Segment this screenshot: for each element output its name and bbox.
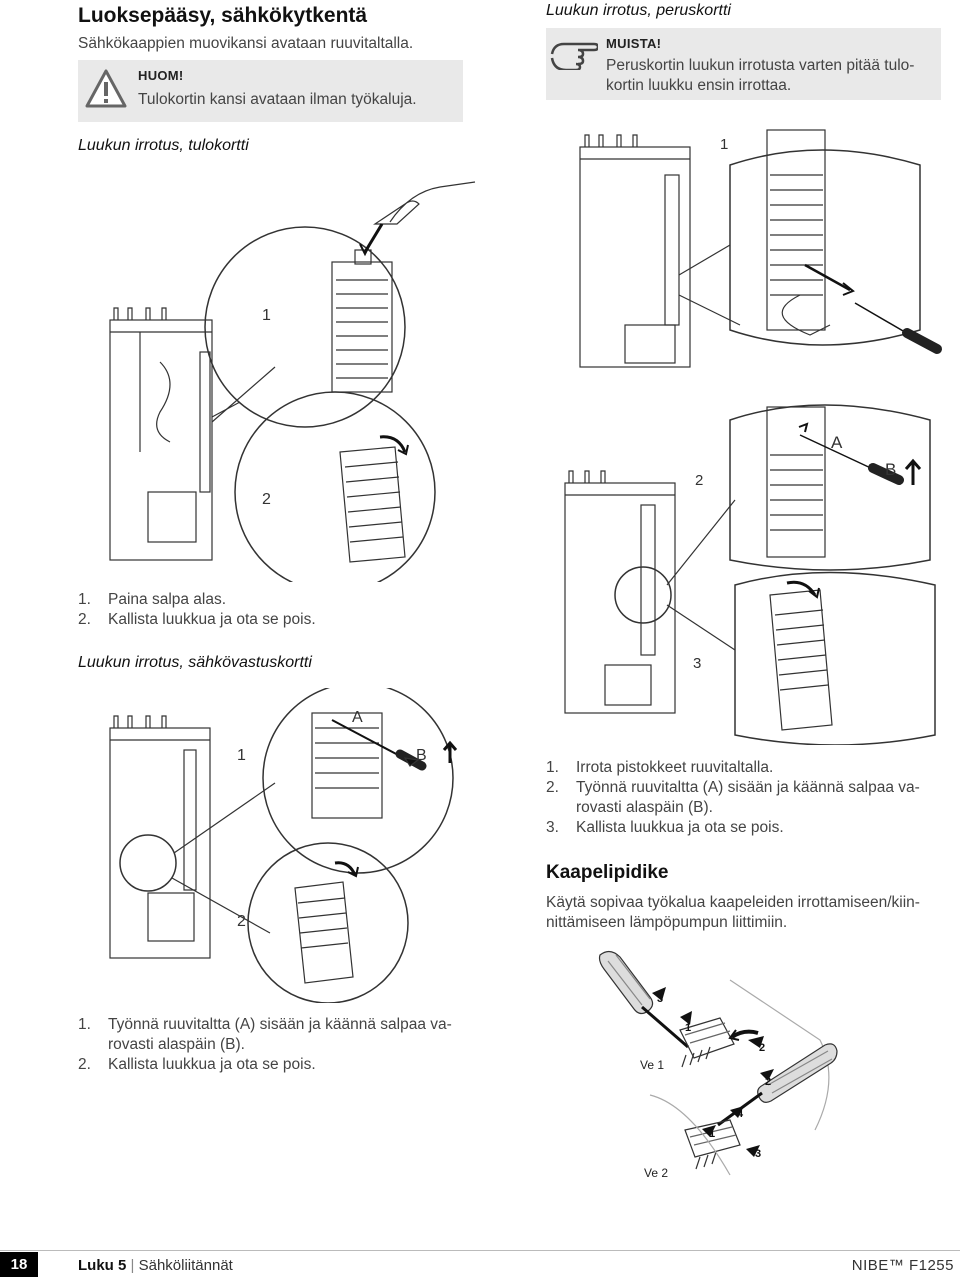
- list-item: 2.Kallista luukkua ja ota se pois.: [78, 611, 316, 628]
- fig2-label-a: A: [352, 709, 363, 726]
- footer-divider: [0, 1250, 960, 1251]
- warning-icon: [85, 69, 127, 108]
- warning-text: Tulokortin kansi avataan ilman työkaluja…: [138, 91, 417, 108]
- page-number: 18: [0, 1252, 38, 1277]
- list-item: 2.Kallista luukkua ja ota se pois.: [78, 1056, 316, 1073]
- cable-num-3b: 3: [755, 1148, 761, 1160]
- list-item: rovasti alaspäin (B).: [108, 1036, 245, 1053]
- subheading-tulokortti: Luukun irrotus, tulokortti: [78, 137, 249, 154]
- footer-product: NIBE™ F1255: [851, 1257, 954, 1274]
- fig2-label-b: B: [416, 747, 427, 764]
- footer-chapter: Luku 5 | Sähköliitännät: [78, 1257, 233, 1274]
- list-item: rovasti alaspäin (B).: [576, 799, 713, 816]
- reminder-box: MUISTA! Peruskortin luukun irrotusta var…: [546, 28, 941, 100]
- section-kaapelipidike: Kaapelipidike: [546, 862, 669, 883]
- cable-num-4: 4: [737, 1108, 744, 1120]
- list-item: 1.Paina salpa alas.: [78, 591, 227, 608]
- cable-num-2a: 2: [759, 1042, 765, 1054]
- cable-text-line2: nittämiseen lämpöpumpun liittimiin.: [546, 914, 788, 931]
- reminder-line2: kortin luukku ensin irrottaa.: [606, 77, 792, 94]
- fig1-label-2: 2: [262, 491, 271, 508]
- list-item: 2.Työnnä ruuvitaltta (A) sisään ja käänn…: [546, 779, 920, 796]
- steps-tulokortti: 1.Paina salpa alas. 2.Kallista luukkua j…: [78, 590, 316, 630]
- page-title: Luoksepääsy, sähkökytkentä: [78, 4, 368, 27]
- cable-text-line1: Käytä sopivaa työkalua kaapeleiden irrot…: [546, 894, 920, 911]
- subheading-peruskortti: Luukun irrotus, peruskortti: [546, 2, 731, 19]
- reminder-line1: Peruskortin luukun irrotusta varten pitä…: [606, 57, 915, 74]
- figure-tulokortti: 1 2: [109, 181, 476, 582]
- pointing-hand-icon: [550, 42, 598, 70]
- fig3-label-3: 3: [693, 655, 701, 672]
- list-item: 3.Kallista luukkua ja ota se pois.: [546, 819, 784, 836]
- fig3-label-b: B: [885, 460, 896, 479]
- reminder-title: MUISTA!: [606, 36, 662, 51]
- label-ve1: Ve 1: [640, 1058, 664, 1072]
- fig1-label-1: 1: [262, 307, 271, 324]
- footer-section: Sähköliitännät: [138, 1257, 233, 1274]
- figure-peruskortti: 1 2 A B 3: [564, 129, 942, 745]
- cable-num-3a: 3: [657, 993, 663, 1005]
- warning-title: HUOM!: [138, 68, 184, 83]
- list-item: 1.Työnnä ruuvitaltta (A) sisään ja käänn…: [78, 1016, 452, 1033]
- steps-peruskortti: 1.Irrota pistokkeet ruuvitaltalla. 2.Työ…: [546, 758, 920, 838]
- fig3-label-a: A: [831, 433, 843, 452]
- warning-box: HUOM! Tulokortin kansi avataan ilman työ…: [78, 60, 463, 122]
- cable-num-1a: 1: [685, 1022, 691, 1034]
- fig3-label-1: 1: [720, 136, 728, 153]
- footer-chapter-number: Luku 5: [78, 1257, 127, 1274]
- steps-sahkovastuskortti: 1.Työnnä ruuvitaltta (A) sisään ja käänn…: [78, 1015, 452, 1075]
- list-item: 1.Irrota pistokkeet ruuvitaltalla.: [546, 759, 774, 776]
- fig2-label-2: 2: [237, 913, 246, 930]
- subheading-sahkovastuskortti: Luukun irrotus, sähkövastuskortti: [78, 654, 312, 671]
- fig3-label-2: 2: [695, 472, 703, 489]
- label-ve2: Ve 2: [644, 1166, 668, 1180]
- cable-num-2b: 2: [765, 1076, 771, 1088]
- figure-sahkovastuskortti: 1 2 A B: [109, 688, 458, 1003]
- fig2-label-1: 1: [237, 747, 246, 764]
- cable-num-1b: 1: [709, 1128, 715, 1140]
- figure-kaapelipidike: 3 1 2 2 4 1 3 Ve 1 Ve 2: [598, 950, 838, 1180]
- intro-text: Sähkökaappien muovikansi avataan ruuvita…: [78, 35, 414, 52]
